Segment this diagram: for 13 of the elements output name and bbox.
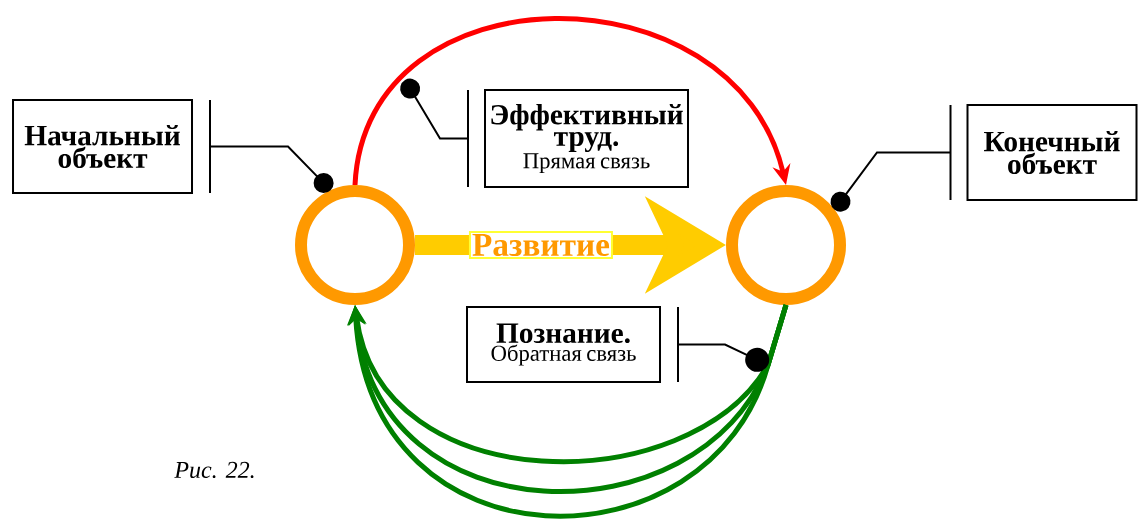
curved-arrow <box>352 16 791 186</box>
leader-line <box>400 78 469 188</box>
text-box: Конечный объект <box>966 104 1138 201</box>
ring-circle <box>726 185 846 305</box>
leader-line <box>677 306 770 383</box>
figure-caption: Рис. 22. <box>174 461 254 479</box>
text-box: Начальный объект <box>12 99 193 194</box>
text-box: Познание. Обратная связь <box>466 306 661 383</box>
ring-circle <box>295 185 415 305</box>
leader-line <box>209 99 334 194</box>
text-box: Эффективный труд. Прямая связь <box>484 89 689 188</box>
leader-line <box>830 104 952 212</box>
edge-label: Развитие <box>468 230 613 260</box>
